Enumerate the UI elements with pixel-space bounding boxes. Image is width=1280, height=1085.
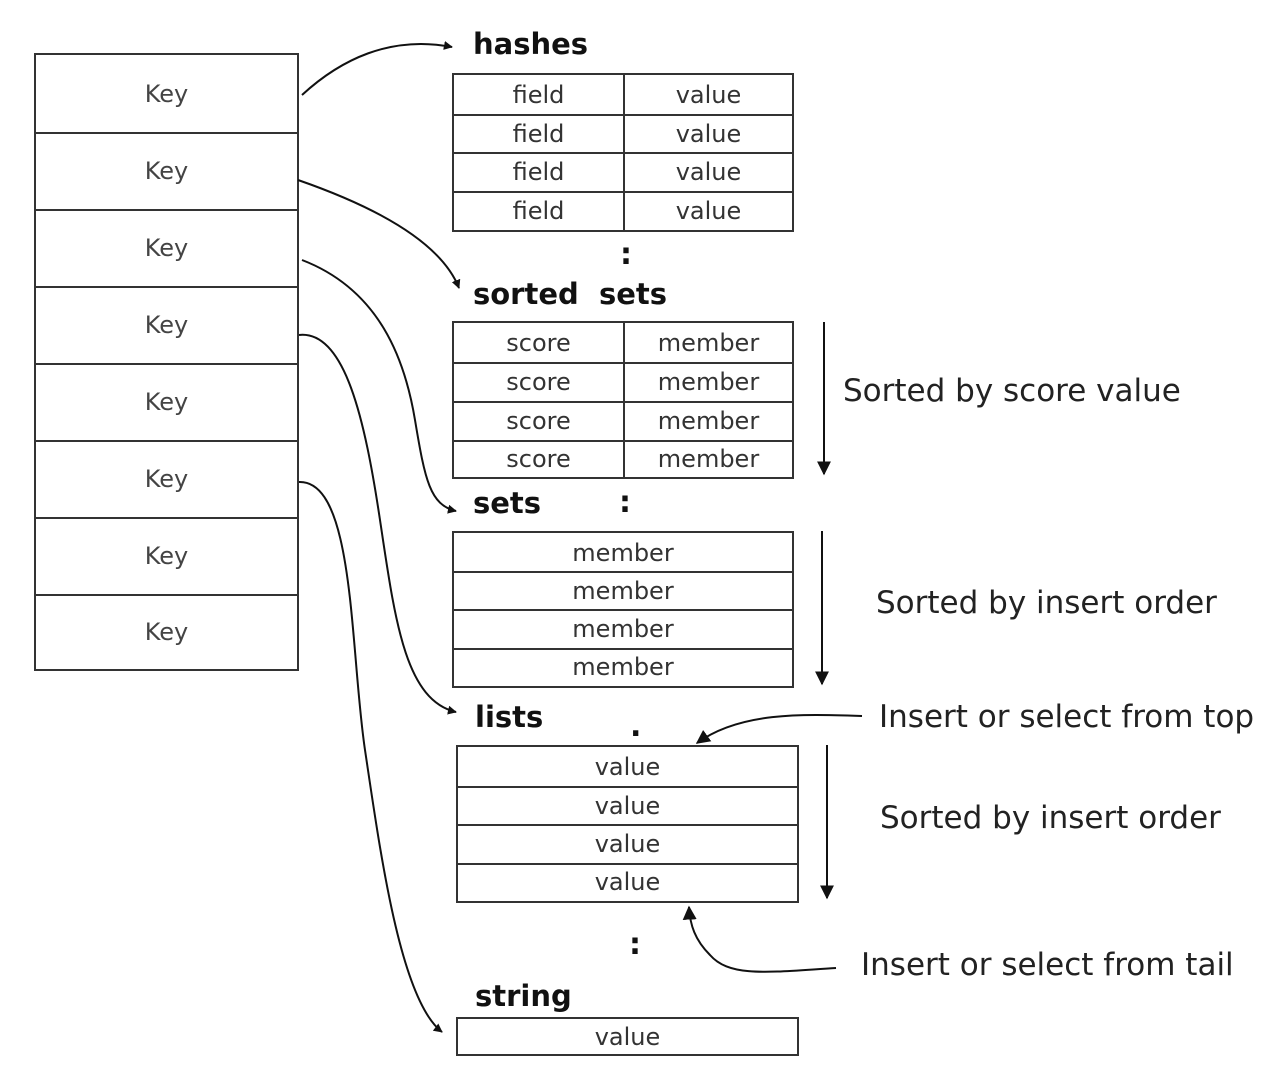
- insert-top-note: Insert or select from top: [879, 699, 1255, 735]
- hash-field: field: [512, 157, 565, 186]
- string-title: string: [475, 979, 572, 1013]
- zset-score: score: [506, 444, 571, 473]
- arrow-key-to-sorted-sets: [297, 179, 461, 289]
- hash-value: value: [675, 157, 742, 186]
- key-cell: Key: [144, 156, 189, 185]
- key-cell: Key: [144, 310, 189, 339]
- key-divider: [36, 132, 297, 134]
- hash-value: value: [675, 81, 742, 109]
- column-divider: [623, 323, 625, 477]
- row-divider: [458, 824, 797, 826]
- sets-insert-order-note: Sorted by insert order: [876, 585, 1217, 621]
- arrow-key-to-lists: [298, 333, 457, 715]
- zset-score: score: [506, 407, 571, 435]
- key-cell: Key: [144, 233, 189, 262]
- row-divider: [454, 191, 792, 193]
- row-divider: [458, 786, 797, 788]
- key-divider: [36, 363, 297, 365]
- key-divider: [36, 209, 297, 211]
- insert-tail-note: Insert or select from tail: [861, 947, 1234, 983]
- hash-value: value: [675, 119, 742, 148]
- lists-ellipsis: :: [629, 927, 641, 962]
- set-member: member: [572, 653, 674, 681]
- lists-table: value value value value: [456, 745, 799, 903]
- row-divider: [454, 362, 792, 364]
- zset-member: member: [657, 329, 760, 357]
- lists-insert-order-note: Sorted by insert order: [880, 800, 1221, 836]
- hashes-title: hashes: [473, 27, 589, 61]
- hash-value: value: [675, 196, 742, 225]
- key-cell: Key: [144, 79, 189, 108]
- set-member: member: [572, 614, 674, 643]
- zset-score: score: [506, 329, 571, 357]
- string-box: value: [456, 1017, 799, 1056]
- zset-score: score: [506, 368, 571, 396]
- insert-top-arrow: [695, 714, 863, 744]
- sorted-sets-ellipsis: :: [619, 485, 631, 520]
- set-member: member: [572, 576, 674, 605]
- row-divider: [454, 440, 792, 442]
- arrow-key-to-sets: [301, 259, 457, 514]
- row-divider: [454, 609, 792, 611]
- key-table: Key Key Key Key Key Key Key Key: [34, 53, 299, 671]
- hash-field: field: [512, 81, 565, 109]
- key-divider: [36, 594, 297, 596]
- list-value: value: [594, 791, 661, 820]
- lists-title: lists: [475, 700, 544, 734]
- row-divider: [454, 648, 792, 650]
- key-cell: Key: [144, 541, 189, 570]
- row-divider: [454, 152, 792, 154]
- row-divider: [454, 114, 792, 116]
- sorted-sets-title: sorted sets: [473, 277, 668, 311]
- key-cell: Key: [144, 464, 189, 493]
- list-value: value: [594, 753, 661, 781]
- zset-member: member: [657, 444, 760, 473]
- key-cell: Key: [144, 387, 189, 416]
- sorted-sets-table: score member score member score member s…: [452, 321, 794, 479]
- zset-member: member: [657, 368, 760, 396]
- hash-field: field: [512, 119, 565, 148]
- list-value: value: [594, 829, 661, 858]
- arrow-key-to-hashes: [301, 41, 453, 96]
- key-cell: Key: [144, 617, 189, 646]
- list-value: value: [594, 868, 661, 896]
- hash-field: field: [512, 196, 565, 225]
- arrow-key-to-string: [298, 480, 443, 1033]
- hashes-ellipsis: :: [620, 237, 632, 272]
- row-divider: [454, 571, 792, 573]
- sets-table: member member member member: [452, 531, 794, 688]
- key-divider: [36, 440, 297, 442]
- string-value: value: [594, 1022, 661, 1051]
- zset-member: member: [657, 407, 760, 435]
- sets-ellipsis: .: [630, 709, 642, 744]
- sets-title: sets: [473, 486, 542, 520]
- set-member: member: [572, 538, 674, 567]
- row-divider: [458, 863, 797, 865]
- key-divider: [36, 286, 297, 288]
- insert-tail-arrow: [682, 905, 837, 973]
- hashes-table: field value field value field value fiel…: [452, 73, 794, 232]
- key-divider: [36, 517, 297, 519]
- sorted-by-score-note: Sorted by score value: [843, 373, 1181, 409]
- row-divider: [454, 401, 792, 403]
